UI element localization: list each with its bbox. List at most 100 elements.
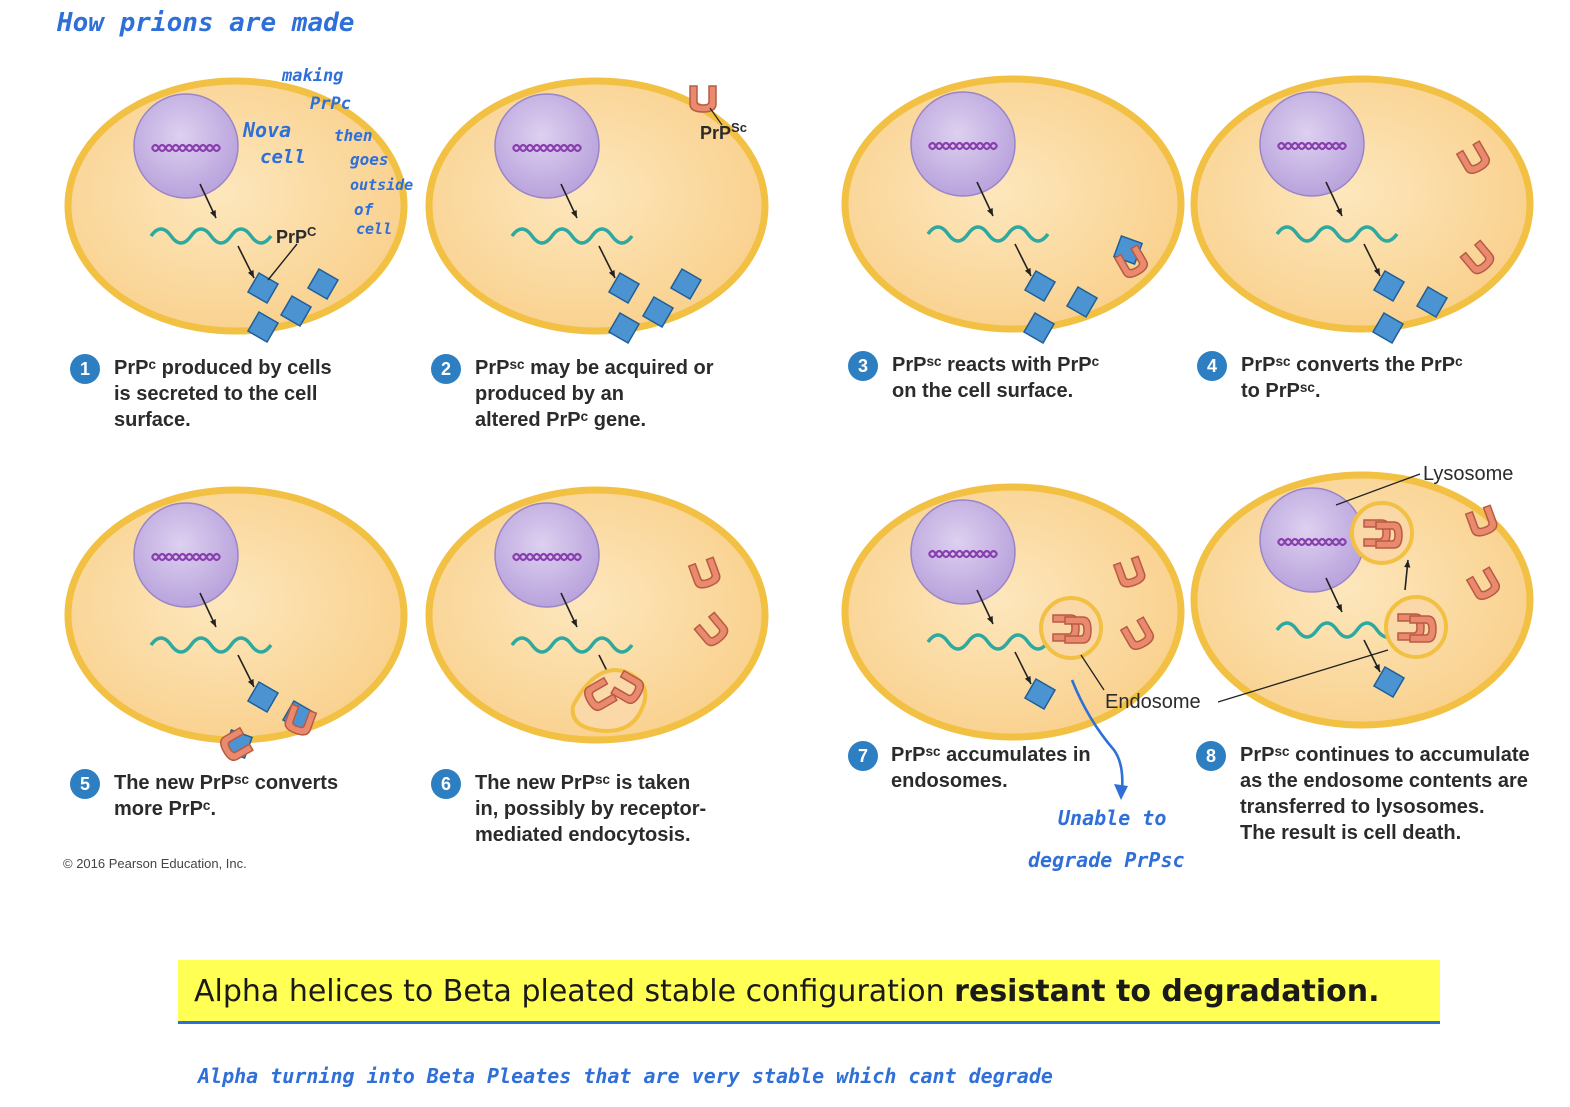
cell-7: [841, 483, 1185, 800]
arrow-head: [987, 616, 993, 624]
mrna-strand: [1275, 621, 1399, 639]
cell-membrane: [64, 486, 408, 744]
prpc-protein: [246, 680, 280, 714]
cell-3: [841, 75, 1185, 345]
note-prpc: PrPc: [310, 94, 351, 114]
arrow-head: [1404, 560, 1411, 568]
dna-strand: [151, 143, 221, 153]
label-lysosome: Lysosome: [1423, 463, 1514, 485]
label-pointer: [267, 243, 298, 281]
copyright: © 2016 Pearson Education, Inc.: [63, 856, 247, 871]
dna-strand: [928, 549, 998, 559]
cell-4: [1190, 75, 1534, 345]
prpsc-protein: [687, 556, 721, 589]
prpsc-protein: [1375, 521, 1403, 549]
label-prpsc: PrPSc: [700, 120, 747, 143]
prpsc-protein: [1119, 616, 1155, 651]
arrow-head: [571, 210, 577, 218]
cell-2: [425, 77, 769, 345]
prpc-protein: [1371, 311, 1405, 345]
prpsc-protein: [1464, 504, 1498, 537]
cell-1: [64, 77, 408, 344]
summary-banner: Alpha helices to Beta pleated stable con…: [178, 960, 1440, 1024]
arrow-head: [210, 210, 216, 218]
cell-8: [1190, 471, 1534, 729]
endosome-pointer: [1080, 654, 1105, 691]
prpc-protein: [279, 294, 313, 328]
prpsc-protein: [284, 703, 318, 736]
arrow-head: [1336, 208, 1342, 216]
mrna-strand: [149, 227, 273, 245]
mrna-strand: [1275, 225, 1399, 243]
mrna-strand: [149, 636, 273, 654]
label-pointer: [709, 107, 723, 126]
prpc-protein: [669, 267, 703, 301]
step-1-number: 1: [70, 354, 100, 384]
prpsc-protein: [1064, 616, 1092, 644]
note-degrade: degrade PrPsc: [1028, 848, 1185, 872]
note-of: of: [354, 200, 374, 219]
note-making: making: [282, 66, 344, 86]
dna-strand: [1277, 537, 1347, 547]
label-prpc: PrPC: [276, 224, 317, 247]
dna-strand: [151, 552, 221, 562]
arrow-head: [1336, 604, 1342, 612]
prpsc-protein: [1459, 239, 1495, 275]
lysosome-pointer: [1335, 473, 1421, 506]
arrow-head: [1024, 268, 1031, 276]
prpc-protein: [1022, 311, 1056, 345]
dna-strand: [512, 552, 582, 562]
note-goes: goes: [350, 150, 389, 169]
prpsc-protein: [1112, 555, 1146, 588]
arrow-head: [987, 208, 993, 216]
cell-6: [425, 486, 769, 744]
prpc-protein: [246, 310, 280, 344]
mrna-strand: [926, 633, 1050, 651]
prpc-protein: [306, 267, 340, 301]
prpc-protein: [607, 311, 641, 345]
endosome-pointer: [1217, 649, 1389, 703]
cell-membrane: [1190, 75, 1534, 333]
prpsc-protein: [610, 669, 645, 705]
prpsc-protein: [1409, 615, 1437, 643]
prpsc-protein: [1113, 244, 1149, 279]
mrna-strand: [510, 636, 634, 654]
label-endosome: Endosome: [1105, 691, 1201, 713]
prpsc-protein: [689, 85, 717, 113]
arrow-head: [1024, 676, 1031, 684]
arrow-head: [1373, 664, 1380, 672]
banner-text: Alpha helices to Beta pleated stable con…: [194, 974, 955, 1009]
step-6-number: 6: [431, 769, 461, 799]
prpc-protein: [641, 295, 675, 329]
dna-strand: [512, 143, 582, 153]
note-nova: Nova: [243, 118, 292, 142]
arrow-head: [608, 270, 615, 278]
mrna-strand: [926, 225, 1050, 243]
step-8-number: 8: [1196, 741, 1226, 771]
arrow-head: [571, 619, 577, 627]
step-4-number: 4: [1197, 351, 1227, 381]
arrow-head: [247, 679, 254, 687]
note-unable: Unable to: [1058, 806, 1167, 830]
handwritten-arrow: [1070, 679, 1124, 791]
step-7-number: 7: [848, 741, 878, 771]
step-5-number: 5: [70, 769, 100, 799]
cell-membrane: [425, 77, 769, 335]
arrow-head: [1373, 268, 1380, 276]
arrow-head: [247, 270, 254, 278]
endosome: [1039, 596, 1103, 660]
prpsc-protein: [219, 726, 254, 762]
prpc-protein: [1023, 269, 1057, 303]
lysosome: [1350, 501, 1414, 565]
prpc-protein: [607, 271, 641, 305]
prpc-protein: [1023, 677, 1057, 711]
prpc-protein: [1372, 665, 1406, 699]
note-cell: cell: [260, 146, 306, 168]
step-2-number: 2: [431, 354, 461, 384]
